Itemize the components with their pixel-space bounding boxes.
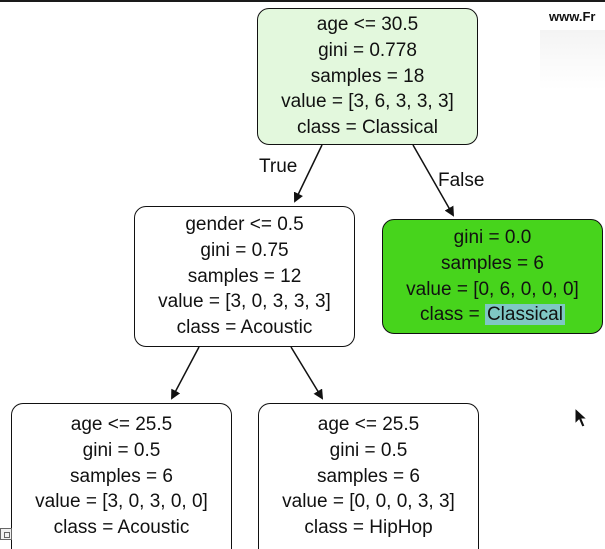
node-samples: samples = 6 xyxy=(317,465,420,487)
node-class: class = Acoustic xyxy=(53,517,190,539)
tree-node-left-left: age <= 25.5 gini = 0.5 samples = 6 value… xyxy=(11,403,232,549)
tree-node-left-right: age <= 25.5 gini = 0.5 samples = 6 value… xyxy=(258,403,479,549)
tree-node-right-leaf: gini = 0.0 samples = 6 value = [0, 6, 0,… xyxy=(382,219,603,334)
mouse-pointer-icon xyxy=(574,407,588,428)
node-value: value = [0, 0, 0, 3, 3] xyxy=(282,491,455,513)
node-gini: gini = 0.75 xyxy=(200,239,289,261)
node-value: value = [3, 0, 3, 3, 3] xyxy=(158,291,331,313)
node-split-rule: age <= 30.5 xyxy=(316,14,419,36)
node-gini: gini = 0.0 xyxy=(453,227,532,249)
edge-left-leftleft xyxy=(171,346,200,400)
edge-root-left xyxy=(293,144,323,203)
tree-node-root: age <= 30.5 gini = 0.778 samples = 18 va… xyxy=(257,8,478,145)
node-samples: samples = 18 xyxy=(310,65,425,87)
node-gini: gini = 0.5 xyxy=(329,439,408,461)
edge-label-false: False xyxy=(438,170,485,191)
node-class: class = Acoustic xyxy=(176,317,313,339)
selected-text-highlight: Classical xyxy=(484,304,565,326)
node-value: value = [3, 0, 3, 0, 0] xyxy=(35,491,208,513)
edge-left-leftright xyxy=(290,346,324,400)
node-gini: gini = 0.778 xyxy=(318,39,417,61)
node-class: class = HipHop xyxy=(304,517,433,539)
node-samples: samples = 12 xyxy=(187,265,302,287)
node-samples: samples = 6 xyxy=(70,465,173,487)
window-restore-icon[interactable] xyxy=(0,528,12,540)
node-class-prefix: class = xyxy=(420,304,485,326)
top-edge-bar xyxy=(0,0,605,2)
node-split-rule: gender <= 0.5 xyxy=(185,214,304,236)
node-split-rule: age <= 25.5 xyxy=(70,414,173,436)
node-value: value = [3, 6, 3, 3, 3] xyxy=(281,91,454,113)
watermark: www.Fr xyxy=(549,9,596,24)
node-samples: samples = 6 xyxy=(441,252,544,274)
node-class: class = Classical xyxy=(420,302,565,328)
edge-root-right xyxy=(412,144,454,217)
node-class: class = Classical xyxy=(297,117,438,139)
tree-node-left: gender <= 0.5 gini = 0.75 samples = 12 v… xyxy=(134,206,355,347)
node-gini: gini = 0.5 xyxy=(82,439,161,461)
corner-shade xyxy=(540,30,605,90)
edge-label-true: True xyxy=(259,156,298,177)
node-value: value = [0, 6, 0, 0, 0] xyxy=(406,278,579,300)
node-split-rule: age <= 25.5 xyxy=(317,414,420,436)
